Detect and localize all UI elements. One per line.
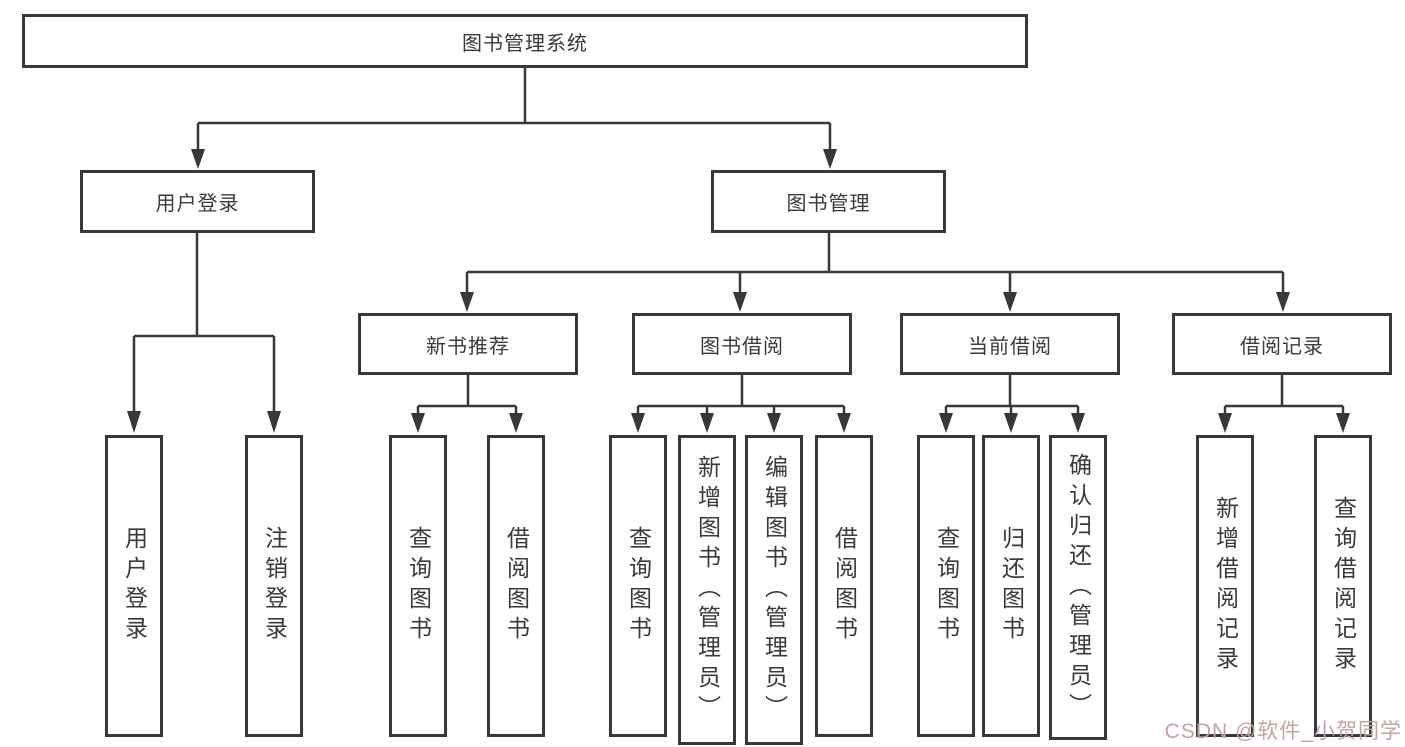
arrowheads [127,149,1350,433]
connector-segments [132,68,1345,415]
leaf-edit-book-admin: 编辑图书︵管理员︶ [745,435,803,745]
node-user-login-label: 用户登录 [155,193,240,215]
leaf-borrow-query-book: 查询图书 [609,435,667,737]
node-root-label: 图书管理系统 [462,32,588,55]
leaf-borrow-query-book-label: 查询图书 [625,526,652,646]
leaf-logout: 注销登录 [245,435,303,737]
leaf-query-borrow-record: 查询借阅记录 [1314,435,1372,737]
leaf-current-query-book-label: 查询图书 [933,526,960,646]
leaf-user-login: 用户登录 [105,435,163,737]
leaf-borrow-book-label: 借阅图书 [831,526,858,646]
node-current-borrow: 当前借阅 [900,313,1120,375]
leaf-current-query-book: 查询图书 [917,435,975,737]
node-book-manage-label: 图书管理 [786,193,871,215]
node-borrow-record: 借阅记录 [1172,313,1392,375]
leaf-edit-book-admin-label: 编辑图书︵管理员︶ [761,455,788,725]
leaf-confirm-return-admin: 确认归还︵管理员︶ [1049,435,1107,740]
csdn-watermark: CSDN @软件_小贺同学 [1164,720,1402,743]
leaf-return-book-label: 归还图书 [998,526,1025,646]
node-root: 图书管理系统 [22,14,1028,68]
leaf-add-book-admin: 新增图书︵管理员︶ [678,435,736,745]
leaf-user-login-label: 用户登录 [121,526,148,646]
node-book-borrow: 图书借阅 [632,313,852,375]
leaf-query-borrow-record-label: 查询借阅记录 [1330,496,1357,676]
leaf-recommend-borrow-book: 借阅图书 [487,435,545,737]
leaf-recommend-borrow-book-label: 借阅图书 [503,526,530,646]
node-book-manage: 图书管理 [711,170,946,233]
node-user-login: 用户登录 [80,170,315,233]
node-new-book-recommend: 新书推荐 [358,313,578,375]
leaf-recommend-query-book-label: 查询图书 [405,526,432,646]
node-book-borrow-label: 图书借阅 [700,335,784,358]
leaf-add-book-admin-label: 新增图书︵管理员︶ [694,455,721,725]
leaf-recommend-query-book: 查询图书 [389,435,447,737]
leaf-confirm-return-admin-label: 确认归还︵管理员︶ [1065,452,1092,723]
node-borrow-record-label: 借阅记录 [1240,335,1324,358]
leaf-return-book: 归还图书 [982,435,1040,737]
leaf-add-borrow-record: 新增借阅记录 [1196,435,1254,737]
leaf-logout-label: 注销登录 [261,526,288,646]
node-current-borrow-label: 当前借阅 [968,335,1052,358]
node-new-book-recommend-label: 新书推荐 [426,335,510,358]
leaf-add-borrow-record-label: 新增借阅记录 [1212,496,1239,676]
leaf-borrow-book: 借阅图书 [815,435,873,737]
